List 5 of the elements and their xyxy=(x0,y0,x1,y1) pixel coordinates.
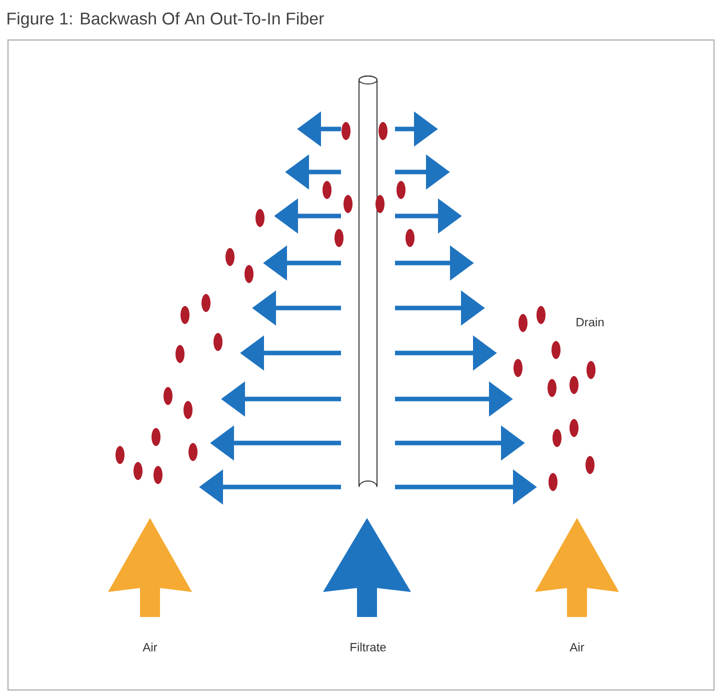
label: Filtrate xyxy=(350,642,386,652)
label: Air xyxy=(142,642,158,652)
label: Air xyxy=(570,642,584,652)
title: Figure 1: Backwash Of An Out-To-In Fiber xyxy=(8,12,324,28)
label: Drain xyxy=(576,318,604,326)
